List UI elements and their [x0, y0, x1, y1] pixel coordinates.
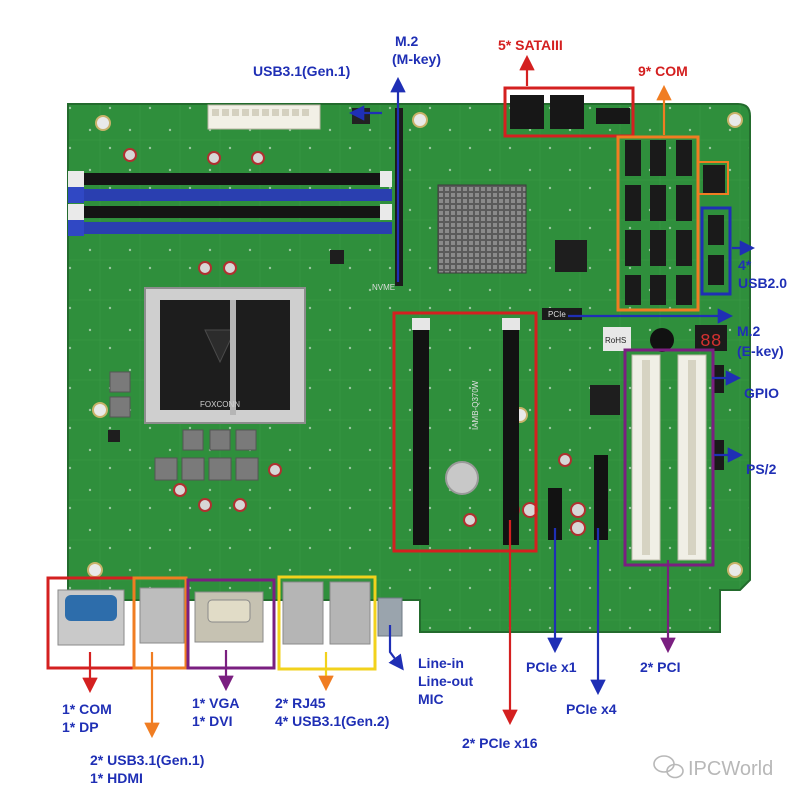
callout-labels: USB3.1(Gen.1) M.2 (M-key) 5* SATAIII 9* …: [62, 33, 787, 786]
label-audio-2: Line-out: [418, 673, 474, 689]
box-pcie-x16: [392, 311, 538, 553]
pcie-x1-x4-slots: [548, 455, 608, 540]
pcie-marking: PCIe: [548, 310, 566, 319]
label-usb-hdmi-2: 1* HDMI: [90, 770, 143, 786]
debug-display: 88 RoHS: [603, 325, 727, 352]
chipset-heatsink: [437, 184, 527, 274]
rear-io: [57, 581, 403, 646]
label-rj45-usb-1: 2* RJ45: [275, 695, 326, 711]
label-m2-e-key-2: (E-key): [737, 343, 784, 359]
pci-slots: [631, 354, 707, 561]
ic-chips: [108, 240, 620, 442]
label-vga-dvi-1: 1* VGA: [192, 695, 239, 711]
mounting-holes: [87, 112, 743, 578]
m2-marking: NVME: [372, 283, 395, 292]
box-com: [616, 135, 700, 312]
label-usb20-1: 4*: [738, 257, 752, 273]
label-com9: 9* COM: [638, 63, 688, 79]
box-vga-dvi: [186, 578, 276, 670]
box-com-extra: [697, 161, 729, 195]
atx-power-connector: [207, 104, 321, 130]
label-m2-e-key-1: M.2: [737, 323, 761, 339]
label-audio-1: Line-in: [418, 655, 464, 671]
label-ps2: PS/2: [746, 461, 777, 477]
label-pcie-x4: PCIe x4: [566, 701, 617, 717]
label-m2-m-key-2: (M-key): [392, 51, 441, 67]
label-rj45-usb-2: 4* USB3.1(Gen.2): [275, 713, 389, 729]
watermark-text: IPCWorld: [688, 758, 773, 780]
label-sata: 5* SATAIII: [498, 37, 563, 53]
label-usb31-gen1-top: USB3.1(Gen.1): [253, 63, 350, 79]
cpu-socket: FOXCONN: [144, 287, 306, 424]
label-m2-m-key-1: M.2: [395, 33, 419, 49]
usb20-headers: [708, 215, 724, 285]
m2-e-key-slot: PCIe: [542, 308, 582, 320]
watermark: IPCWorld: [653, 755, 773, 780]
vrm-chokes: [109, 371, 259, 481]
board-model: IAMB-Q370W: [471, 380, 480, 430]
box-sata: [503, 86, 635, 138]
wechat-icon: [653, 755, 684, 779]
box-usb20: [700, 206, 732, 296]
label-audio-3: MIC: [418, 691, 444, 707]
label-com-dp-1: 1* COM: [62, 701, 112, 717]
label-gpio: GPIO: [744, 385, 779, 401]
label-usb-hdmi-1: 2* USB3.1(Gen.1): [90, 752, 204, 768]
box-usb-hdmi: [132, 576, 188, 670]
label-pcie-x1: PCIe x1: [526, 659, 577, 675]
label-vga-dvi-2: 1* DVI: [192, 713, 232, 729]
com-headers: [625, 140, 725, 305]
label-pci: 2* PCI: [640, 659, 680, 675]
label-com-dp-2: 1* DP: [62, 719, 99, 735]
sata-connectors: [510, 95, 630, 129]
label-pcie-x16: 2* PCIe x16: [462, 735, 538, 751]
pcie-x16-slots: IAMB-Q370W: [412, 318, 520, 545]
rohs-marking: RoHS: [605, 336, 626, 345]
callout-arrows: [82, 54, 756, 739]
memory-slots: [68, 171, 392, 236]
socket-brand: FOXCONN: [200, 400, 240, 409]
highlight-boxes: [46, 86, 732, 671]
svg-text:88: 88: [700, 332, 722, 352]
label-usb20-2: USB2.0: [738, 275, 787, 291]
